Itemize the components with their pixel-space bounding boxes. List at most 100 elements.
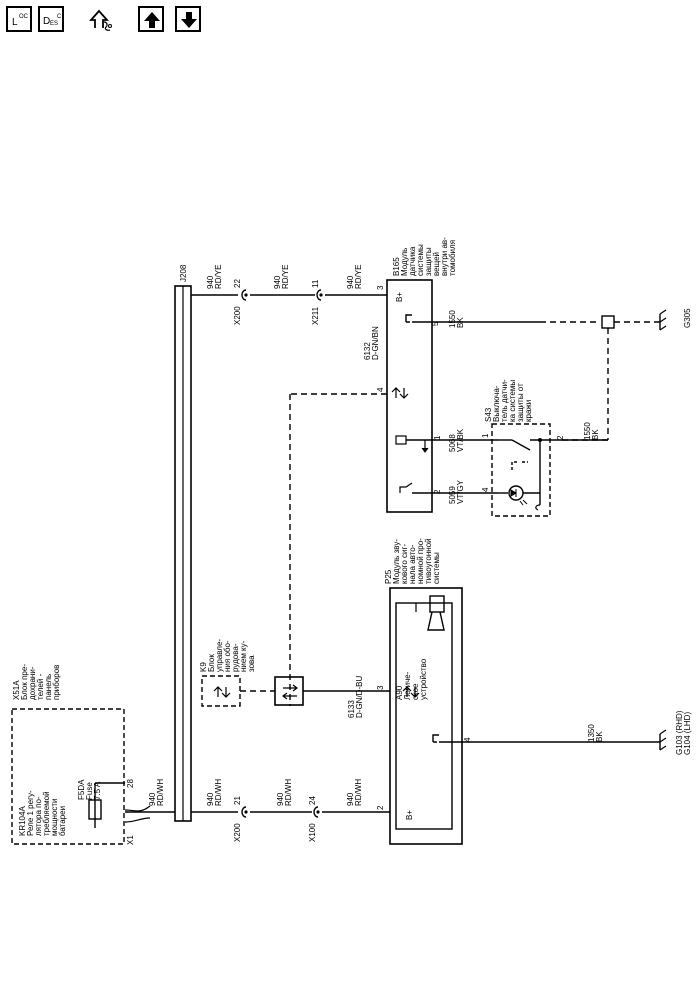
diagram-label: зова: [247, 655, 256, 672]
diagram-label: томобиля: [448, 240, 457, 276]
b-plus-label: B+: [395, 292, 404, 302]
p25-module: [389, 587, 463, 845]
diagram-label: вещей: [432, 252, 441, 276]
x51a-label: X51A Блок пре- дохрани- телей - панель п…: [12, 664, 61, 700]
diagram-stroke: [213, 686, 223, 697]
diagram-label: защиты: [424, 247, 433, 276]
diagram-label: BK: [456, 317, 465, 328]
arrow-down-icon: [181, 12, 197, 28]
diagram-stroke: 22: [233, 279, 242, 288]
a90-logic-unit: [395, 602, 453, 830]
diagram-label: Модуль зву-: [392, 539, 401, 584]
arrow-up-icon: [144, 12, 160, 28]
input-switch-icon: [395, 435, 432, 453]
splice-box: [601, 315, 615, 329]
diagram-stroke: [399, 388, 409, 399]
diagram-stroke: [244, 810, 248, 814]
pin-4: 4: [376, 387, 385, 392]
diagram-label: RD/WH: [284, 779, 293, 806]
wire-940-label: 940 RD/YE: [346, 265, 363, 289]
s43-pin-1: 1: [481, 433, 490, 438]
diagram-label: D-GN/D-BU: [355, 676, 364, 718]
x1-label-text: X1: [126, 835, 135, 845]
diagram-label: нала авто-: [408, 544, 417, 584]
diagram-stroke: [659, 325, 667, 331]
diagram-label: RD/WH: [214, 779, 223, 806]
s43-pin-2: 2: [556, 435, 565, 440]
description-button[interactable]: D ES C: [38, 6, 64, 32]
diagram-label: K9: [199, 662, 208, 672]
diagram-stroke: B+: [395, 292, 404, 302]
diagram-stroke: 4: [376, 387, 385, 392]
diagram-label: 5068: [448, 434, 457, 452]
x1-label: X1: [126, 835, 135, 845]
diagram-stroke: [241, 806, 247, 818]
diagram-stroke: 4: [481, 487, 490, 492]
fuse-symbol: [88, 799, 102, 820]
wire-color-text: RD/WH: [156, 779, 165, 806]
diagram-label: 5059: [448, 486, 457, 504]
j208-text: J208: [179, 264, 188, 282]
diagram-label: номной про-: [416, 538, 425, 584]
diagram-stroke: [124, 805, 151, 823]
kr104a-label-line: лятора по-: [34, 796, 43, 836]
horn-icon: [427, 595, 445, 631]
diagram-stroke: [511, 439, 531, 451]
arrow-down-button[interactable]: [175, 6, 201, 32]
diagram-stroke: [659, 317, 667, 323]
p25-pin-2: 2: [376, 805, 385, 810]
x51a-label-line: телей -: [36, 673, 45, 700]
wire-940-label: 940 RD/WH: [148, 779, 165, 806]
location-letter: L: [12, 17, 18, 28]
diagram-stroke: [427, 611, 445, 631]
b165-module: [386, 279, 433, 513]
wire-940-label: 940 RD/WH: [346, 779, 363, 806]
diagram-label: D-GN/BN: [371, 326, 380, 360]
diagram-stroke: 5: [431, 321, 440, 326]
diagram-stroke: [519, 499, 528, 506]
diagram-label: нием ку-: [239, 640, 248, 672]
diagram-stroke: 1: [433, 435, 442, 440]
diagram-label: 6132: [363, 342, 372, 360]
location-button[interactable]: L OC: [6, 6, 32, 32]
s43-pin-4: 4: [481, 487, 490, 492]
x51a-label-line: панель: [44, 674, 53, 700]
description-subscript: ES: [50, 21, 59, 27]
pin-24: 24: [308, 796, 317, 805]
diagram-stroke: [313, 806, 319, 818]
diagram-stroke: 2: [433, 489, 442, 494]
diagram-label: Блок: [207, 654, 216, 672]
diagram-stroke: X200: [233, 306, 242, 325]
x51a-label-line: дохрани-: [28, 666, 37, 700]
pin-3: 3: [376, 285, 385, 290]
diagram-label: устройство: [419, 658, 428, 700]
diagram-label: Выключа-: [492, 385, 501, 422]
diagram-label: 1350: [587, 724, 596, 742]
data-arrows-icon: [213, 686, 231, 698]
diagram-label: S43: [484, 407, 493, 422]
arrow-up-button[interactable]: [138, 6, 164, 32]
diagram-label: RD/YE: [214, 265, 223, 289]
k9-module: [201, 675, 241, 707]
diagram-stroke: [395, 435, 407, 445]
wire-940-label: 940 RD/WH: [206, 779, 223, 806]
diagram-label: VT/BK: [456, 428, 465, 452]
x51a-label-line: Блок пре-: [20, 664, 29, 700]
diagram-label: ка системы: [508, 380, 517, 422]
diagram-stroke: [282, 684, 298, 700]
diagram-label: 940: [273, 275, 282, 289]
diagram-stroke: X200: [233, 823, 242, 842]
fuse-label-line: F5DA: [77, 779, 86, 800]
components-button[interactable]: [86, 6, 112, 32]
data-arrows-icon: [391, 387, 409, 399]
x200-label: X200: [233, 306, 242, 325]
diagram-stroke: [221, 687, 231, 698]
diagram-stroke: X211: [311, 306, 320, 325]
kr104a-label-line: Реле 1 регу-: [26, 790, 35, 836]
wire-940-label: 940 RD/YE: [206, 265, 223, 289]
pin-22: 22: [233, 279, 242, 288]
diagram-label: A90: [395, 685, 404, 700]
diagram-stroke: [319, 293, 323, 297]
wire-940-label: 940 RD/YE: [273, 265, 290, 289]
